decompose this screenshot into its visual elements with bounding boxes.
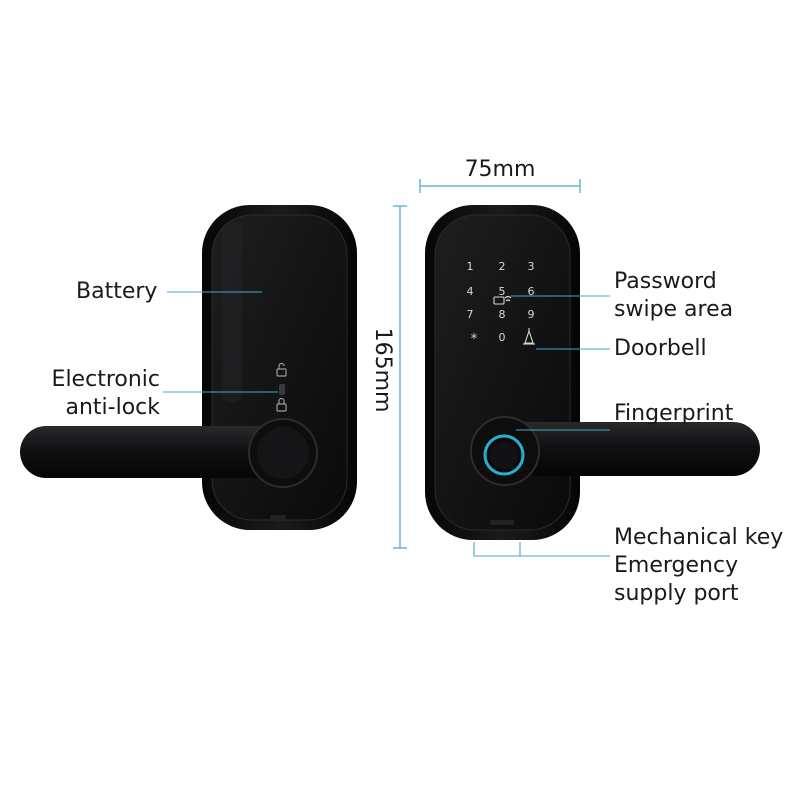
back-lock-unit [20, 205, 357, 530]
key-port-slot [490, 520, 514, 525]
key-6[interactable]: 6 [528, 285, 535, 298]
front-lock-unit: 1 2 3 4 5 6 7 8 9 * 0 [425, 205, 760, 540]
electronic-antilock-line2: anti-lock [65, 395, 160, 420]
back-handle-cap [257, 427, 309, 479]
password-swipe-line1: Password [614, 269, 717, 294]
key-7[interactable]: 7 [467, 308, 474, 321]
key-9[interactable]: 9 [528, 308, 535, 321]
unlock-indicator-icon [276, 362, 287, 377]
card-swipe-icon [493, 295, 512, 305]
front-lever-handle [478, 422, 760, 476]
fingerprint-label: Fingerprint [614, 401, 734, 426]
key-3[interactable]: 3 [528, 260, 535, 273]
key-0[interactable]: 0 [499, 331, 506, 344]
width-dimension-label: 75mm [465, 157, 536, 182]
key-4[interactable]: 4 [467, 285, 474, 298]
mechanical-key-line1: Mechanical key [614, 525, 784, 550]
lock-indicator-icon [276, 397, 287, 412]
password-swipe-line2: swipe area [614, 297, 734, 322]
password-swipe-label: Password swipe area [614, 268, 733, 324]
doorbell-icon[interactable] [523, 328, 535, 345]
key-5[interactable]: 5 [499, 285, 506, 298]
back-bottom-slot [270, 515, 286, 520]
anti-lock-switch [279, 384, 285, 395]
mechanical-key-label: Mechanical key Emergency supply port [614, 524, 783, 608]
key-2[interactable]: 2 [499, 260, 506, 273]
dimension-lines [393, 179, 581, 549]
key-star[interactable]: * [471, 332, 478, 347]
battery-label: Battery [76, 279, 158, 304]
back-lever-handle [20, 426, 300, 478]
fingerprint-pad [490, 441, 518, 469]
back-glass-reflection [222, 222, 242, 402]
key-1[interactable]: 1 [467, 260, 474, 273]
keypad: 1 2 3 4 5 6 7 8 9 * 0 [467, 260, 535, 347]
height-dimension-label: 165mm [370, 328, 395, 413]
mechanical-key-line3: supply port [614, 581, 739, 606]
mechanical-key-line2: Emergency [614, 553, 739, 578]
electronic-antilock-line1: Electronic [51, 367, 160, 392]
doorbell-label: Doorbell [614, 336, 707, 361]
key-8[interactable]: 8 [499, 308, 506, 321]
leader-lines [163, 291, 610, 557]
electronic-antilock-label: Electronic anti-lock [20, 366, 160, 422]
